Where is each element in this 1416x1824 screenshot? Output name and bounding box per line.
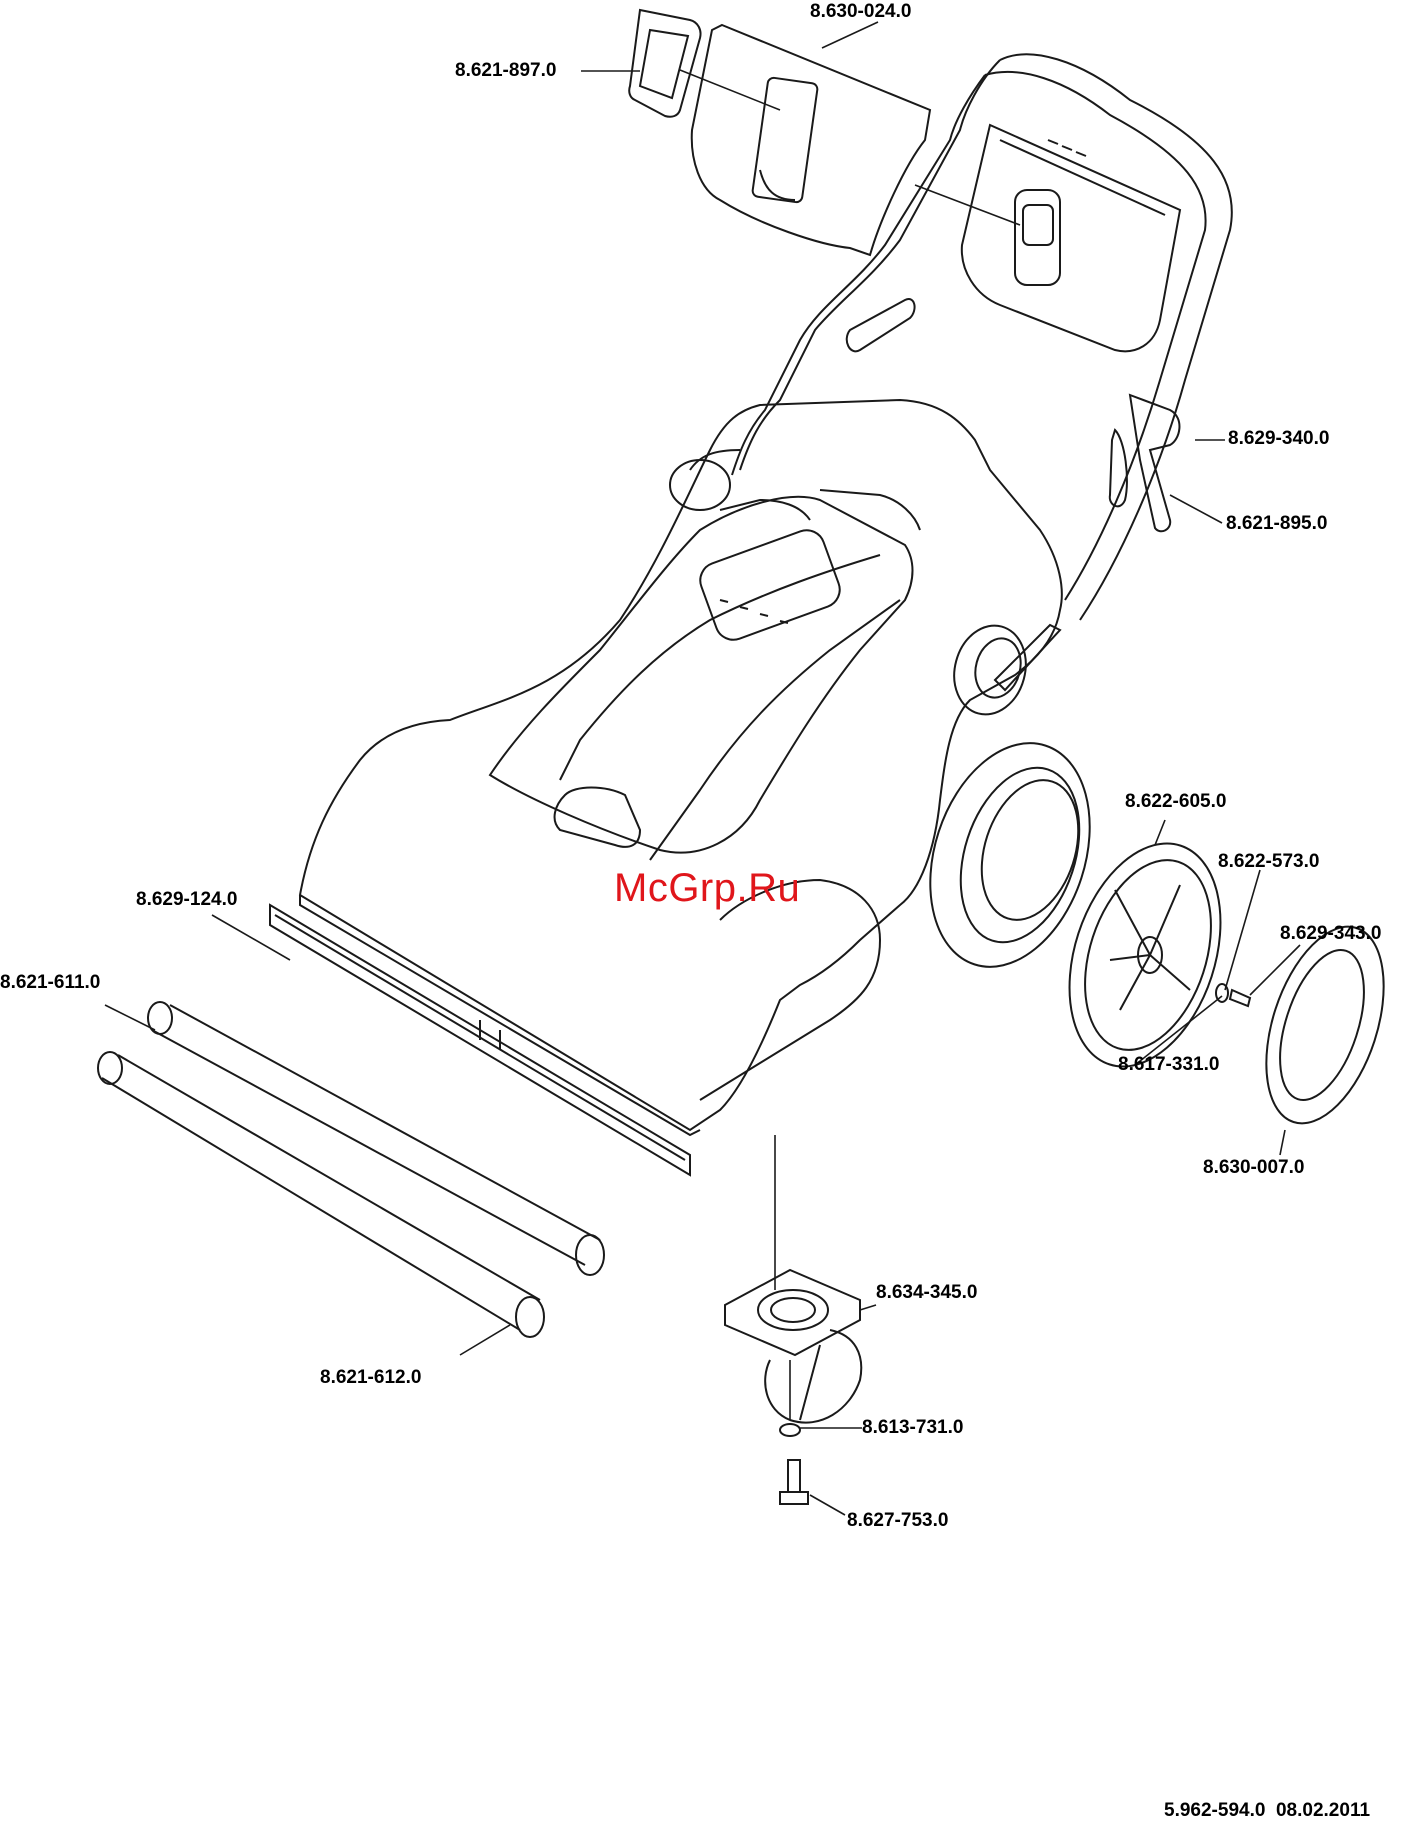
- axle-knob: [945, 617, 1060, 722]
- footer-doc-info: 5.962-594.0 08.02.2011: [1164, 1800, 1370, 1822]
- part-label-8621897: 8.621-897.0: [455, 61, 556, 81]
- part-label-8630024: 8.630-024.0: [810, 2, 911, 22]
- doc-number: 5.962-594.0: [1164, 1800, 1265, 1821]
- doc-date: 08.02.2011: [1276, 1800, 1370, 1821]
- part-label-8617331: 8.617-331.0: [1118, 1055, 1219, 1075]
- part-label-8621611: 8.621-611.0: [0, 973, 100, 993]
- washer-8613731: [780, 1424, 800, 1436]
- part-label-8622605: 8.622-605.0: [1125, 792, 1226, 812]
- castor-8634345: [725, 1270, 861, 1423]
- leader-lines: [105, 22, 1300, 1515]
- part-label-8629340: 8.629-340.0: [1228, 429, 1329, 449]
- part-label-8634345: 8.634-345.0: [876, 1283, 977, 1303]
- main-housing: [300, 400, 1062, 1135]
- handle-frame: [732, 54, 1232, 620]
- part-label-8629343: 8.629-343.0: [1280, 924, 1381, 944]
- control-box: [962, 125, 1180, 351]
- part-label-8627753: 8.627-753.0: [847, 1511, 948, 1531]
- part-label-8621895: 8.621-895.0: [1226, 514, 1327, 534]
- part-label-8622573: 8.622-573.0: [1218, 852, 1319, 872]
- handle-insert-8621897: [629, 10, 700, 117]
- hubcap-8630007: [1244, 912, 1406, 1138]
- watermark: McGrp.Ru: [614, 866, 800, 910]
- part-label-8629124: 8.629-124.0: [136, 890, 237, 910]
- part-label-8621612: 8.621-612.0: [320, 1368, 421, 1388]
- bolt-8627753: [780, 1460, 808, 1504]
- part-label-8613731: 8.613-731.0: [862, 1418, 963, 1438]
- cover-panel-8630024: [692, 25, 930, 255]
- tube-8621612: [98, 1052, 544, 1337]
- squeegee-strip-8629124: [270, 905, 690, 1175]
- part-label-8630007: 8.630-007.0: [1203, 1158, 1304, 1178]
- side-clip: [847, 299, 915, 351]
- mounted-wheel: [903, 722, 1117, 987]
- lever-8621895: [1110, 395, 1180, 531]
- screw-8629343: [1230, 990, 1250, 1006]
- left-knob: [670, 460, 730, 510]
